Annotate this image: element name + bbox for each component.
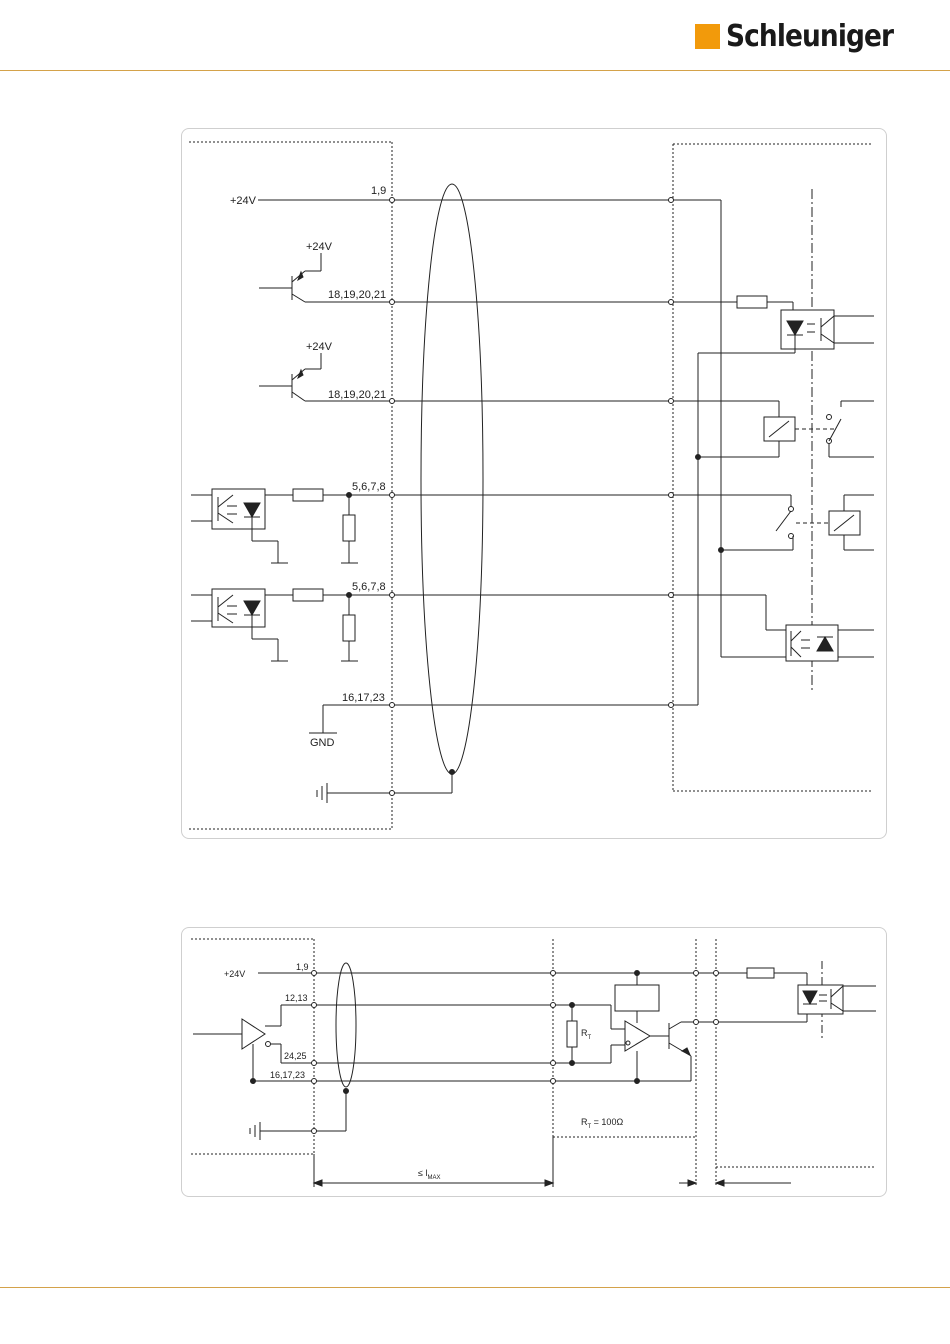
label-pins-optocoupler-2: 5,6,7,8 [352, 581, 386, 593]
label-pin-1-9: 1,9 [371, 185, 386, 197]
optocoupler-input-2 [212, 589, 265, 627]
relay-coil-1 [764, 417, 795, 441]
label-pins-12-13: 12,13 [285, 993, 308, 1003]
header-divider [0, 70, 950, 71]
logo-square-icon [695, 24, 720, 49]
label-24v-transistor-1: +24V [306, 241, 333, 253]
optocoupler-input-1 [212, 489, 265, 529]
termination-resistor [567, 1021, 577, 1047]
dashed-boundaries [189, 142, 873, 829]
optocoupler-output-2 [786, 625, 838, 661]
power-supply-block [615, 985, 659, 1011]
wiring-diagram-2: +24V 1,9 12,13 24,25 16,17,23 RT RT = 10… [182, 928, 886, 1196]
label-max-length: ≤ lMAX [418, 1168, 440, 1181]
label-pins-24-25: 24,25 [284, 1051, 307, 1061]
cable-shield [421, 184, 483, 774]
transistor-1 [259, 253, 321, 302]
label-rt: RT [581, 1028, 592, 1041]
label-pins-gnd: 16,17,23 [342, 692, 385, 704]
transistor-2 [259, 353, 321, 401]
label-24v-main: +24V [230, 195, 257, 207]
label-pins-transistor-2: 18,19,20,21 [328, 389, 386, 401]
line-driver [242, 1019, 271, 1049]
wiring-diagram-panel-1: +24V 1,9 +24V 18,19,20,21 +24V 18,19,20,… [181, 128, 887, 839]
line-receiver [625, 1021, 650, 1051]
optocoupler-output-1 [781, 310, 834, 349]
label-pins-optocoupler-1: 5,6,7,8 [352, 481, 386, 493]
brand-name: Schleuniger [726, 19, 893, 54]
wiring-diagram-panel-2: +24V 1,9 12,13 24,25 16,17,23 RT RT = 10… [181, 927, 887, 1197]
label-24v-transistor-2: +24V [306, 341, 333, 353]
cable-shield [336, 963, 356, 1087]
label-24v: +24V [224, 969, 245, 979]
relay-contact-2 [776, 507, 794, 539]
label-pins-16-17-23: 16,17,23 [270, 1070, 305, 1080]
label-pins-transistor-1: 18,19,20,21 [328, 289, 386, 301]
wiring-diagram-1: +24V 1,9 +24V 18,19,20,21 +24V 18,19,20,… [182, 129, 886, 838]
output-transistor [650, 1022, 807, 1056]
brand-logo: Schleuniger [695, 18, 916, 54]
relay-coil-2 [829, 511, 860, 535]
label-rt-value: RT = 100Ω [581, 1117, 623, 1130]
label-gnd: GND [310, 737, 335, 749]
label-pin-1-9: 1,9 [296, 962, 309, 972]
optocoupler-output [798, 985, 843, 1014]
footer-divider [0, 1287, 950, 1288]
